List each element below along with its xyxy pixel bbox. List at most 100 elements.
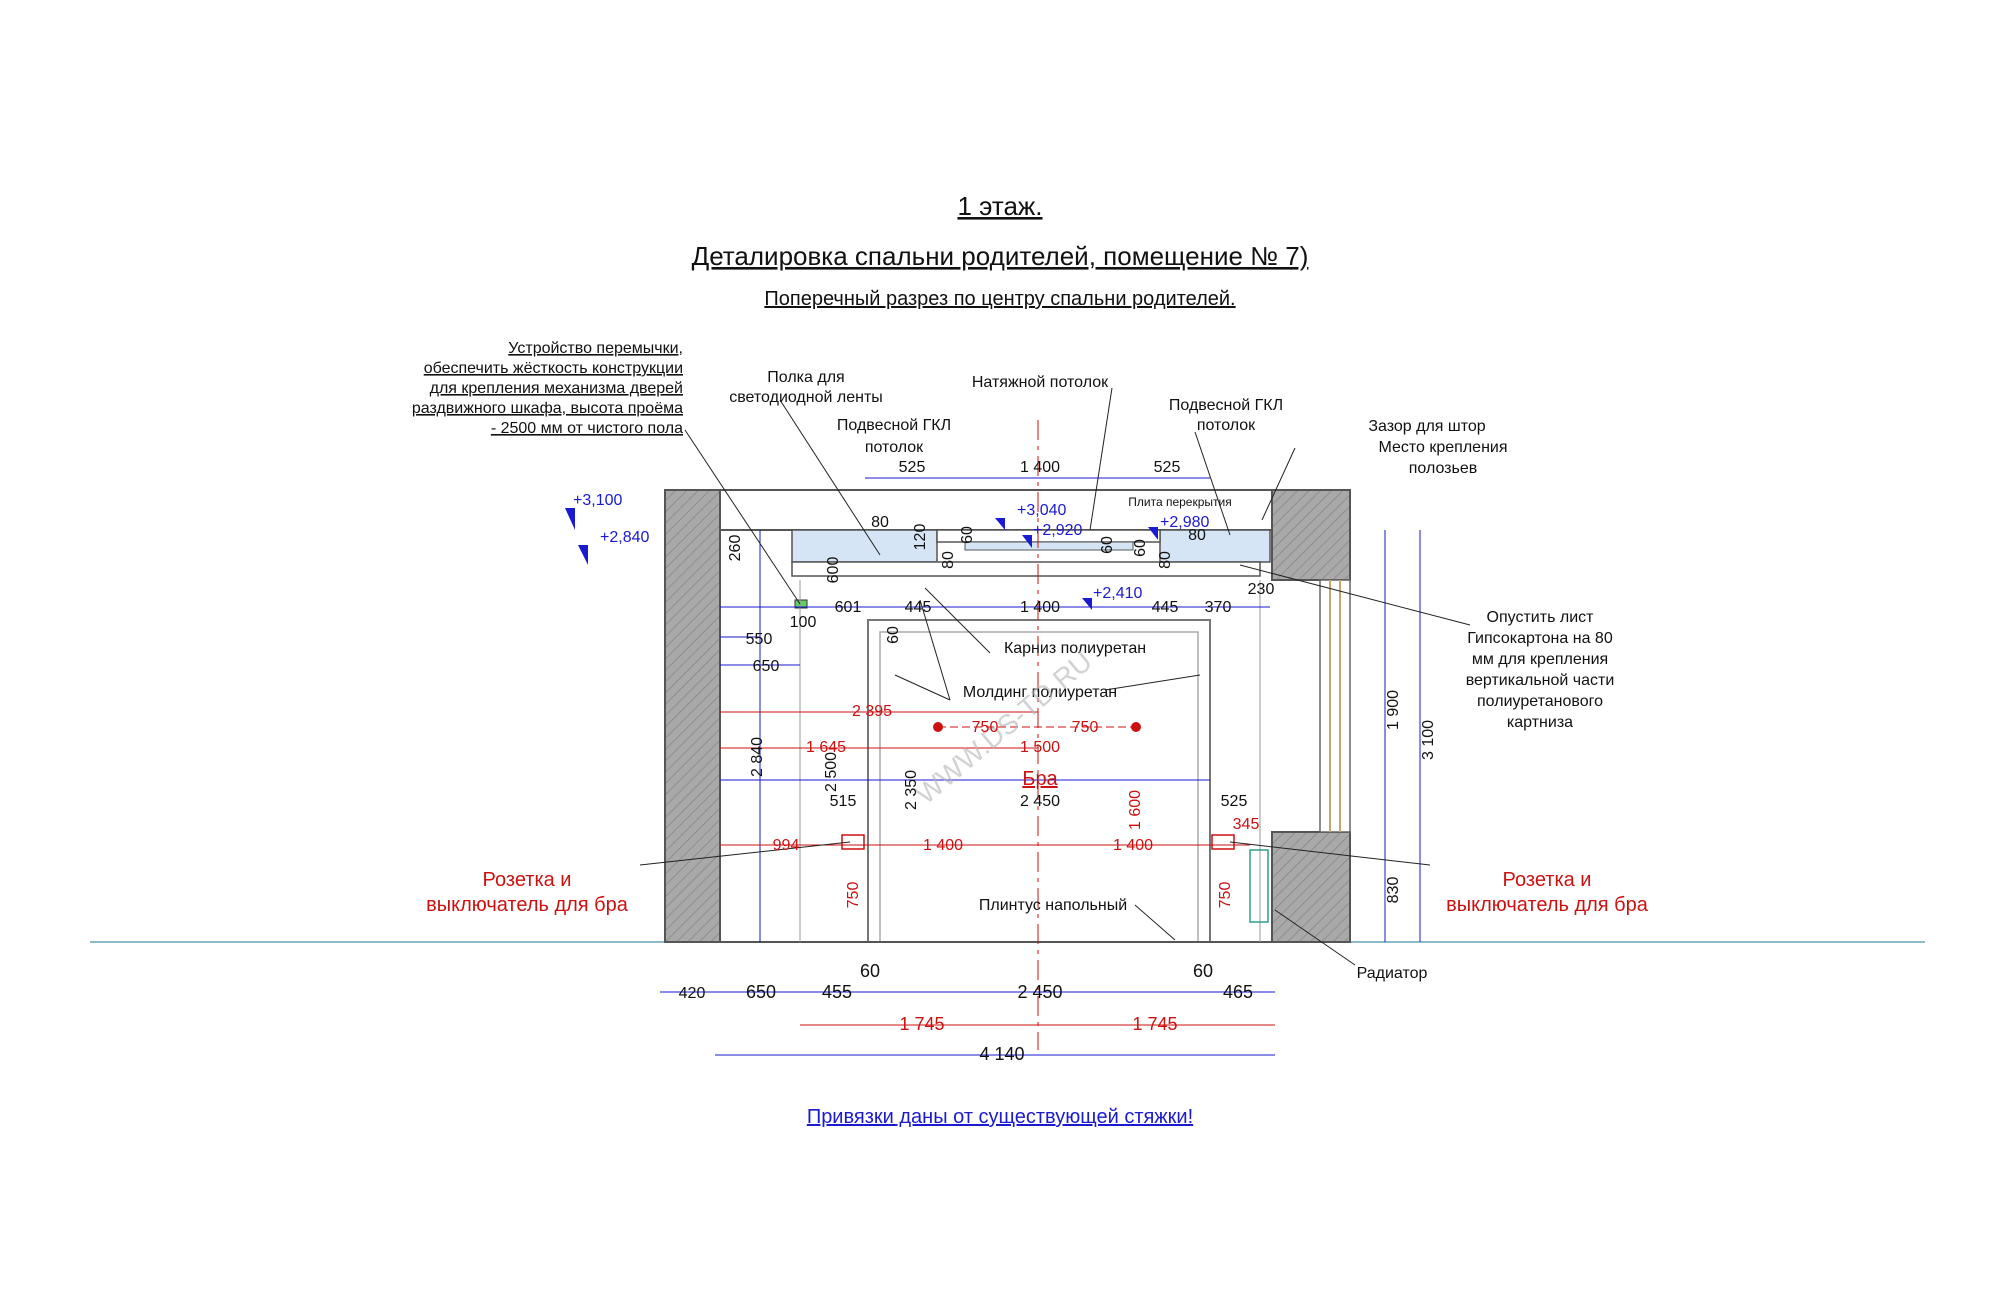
level-2840: +2,840 [600,529,649,546]
gkl-left-note-1: Подвесной ГКЛ [837,417,951,434]
gkl-left-note-2: потолок [865,439,924,456]
level-mark-2840 [578,545,588,565]
dim-1745-b: 1 745 [1132,1014,1177,1034]
dim-420: 420 [679,985,706,1002]
dim-1645: 1 645 [806,739,846,756]
drywall-note-6: картниза [1507,714,1573,731]
dim-650-bottom: 650 [746,982,776,1002]
floor-title: 1 этаж. [957,191,1042,221]
dim-515: 515 [830,793,857,810]
dim-60-frame: 60 [885,626,902,644]
drywall-note-2: Гипсокартона на 80 [1467,630,1613,647]
lintel-note-3: для крепления механизма дверей [430,380,683,397]
dim-1400-mid: 1 400 [1020,599,1060,616]
dim-60-c: 60 [1132,539,1149,557]
molding-note: Молдинг полиуретан [963,684,1117,701]
left-wall [664,489,721,943]
dim-socket-1400-b: 1 400 [1113,837,1153,854]
dim-1900: 1 900 [1385,690,1402,730]
dim-2395: 2 395 [852,703,892,720]
dim-60-a: 60 [959,526,976,544]
curtain-note-3: полозьев [1409,460,1478,477]
dim-80-a: 80 [871,514,889,531]
page-title: Деталировка спальни родителей, помещение… [692,241,1309,271]
dim-550: 550 [746,631,773,648]
dim-1600: 1 600 [1127,790,1144,830]
dim-sconce-750-a: 750 [972,719,999,736]
drywall-note-3: мм для крепления [1472,651,1608,668]
gkl-ceiling-left [791,529,938,563]
socket-left-note-1: Розетка и [483,869,572,891]
dim-750-right: 750 [1217,882,1234,909]
shelf-led [791,561,1261,577]
lintel-note-1: Устройство перемычки, [508,340,683,357]
drywall-note-1: Опустить лист [1487,609,1595,626]
floor-slab [664,489,1351,531]
dim-445-b: 445 [1152,599,1179,616]
level-mark-2980 [1148,527,1158,540]
lintel-note-2: обеспечить жёсткость конструкции [424,360,683,377]
dim-525-right: 525 [1221,793,1248,810]
dim-2450-bottom: 2 450 [1017,982,1062,1002]
stretch-ceiling [964,541,1134,551]
gkl-right-note-2: потолок [1197,417,1256,434]
socket-left-note-2: выключатель для бра [426,894,629,916]
dim-80-c: 80 [1157,551,1174,569]
dim-2450-mid: 2 450 [1020,793,1060,810]
level-mark-3100 [565,508,575,530]
stretch-ceiling-note: Натяжной потолок [972,374,1109,391]
shelf-note-1: Полка для [767,369,844,386]
drywall-note-4: вертикальной части [1466,672,1615,689]
level-3040: +3,040 [1017,502,1066,519]
dim-sconce-750-b: 750 [1072,719,1099,736]
gkl-ceiling-right [1159,529,1271,563]
shelf-note-2: светодиодной ленты [729,389,883,406]
dim-260: 260 [727,535,744,562]
right-wall-lower [1271,831,1351,943]
level-mark-2920 [1022,535,1032,548]
dim-1745-a: 1 745 [899,1014,944,1034]
dim-80-b: 80 [940,551,957,569]
socket-right-note-1: Розетка и [1503,869,1592,891]
lintel-marker [794,599,808,609]
level-mark-3040 [995,518,1005,530]
socket-right-note-2: выключатель для бра [1446,894,1649,916]
dim-750-left: 750 [845,882,862,909]
radiator [1249,849,1269,923]
dim-bottom-60-b: 60 [1193,961,1213,981]
dim-top-3: 525 [1154,459,1181,476]
footnote: Привязки даны от существующей стяжки! [807,1106,1193,1128]
curtain-note-2: Место крепления [1378,439,1507,456]
curtain-note-1: Зазор для штор [1368,418,1485,435]
level-2920: +2,920 [1033,522,1082,539]
dim-455: 455 [822,982,852,1002]
dim-370: 370 [1205,599,1232,616]
dim-830: 830 [1385,877,1402,904]
dim-socket-1400-a: 1 400 [923,837,963,854]
window-opening [1319,579,1351,833]
dim-994: 994 [773,837,800,854]
level-mark-2410 [1082,598,1092,610]
drywall-note-5: полиуретанового [1477,693,1603,710]
lintel-note-5: - 2500 мм от чистого пола [491,420,683,437]
radiator-note: Радиатор [1357,965,1428,982]
dim-3100: 3 100 [1420,720,1437,760]
right-wall-upper [1271,489,1351,581]
level-3100: +3,100 [573,492,622,509]
dim-100: 100 [790,614,817,631]
lintel-note-4: раздвижного шкафа, высота проёма [412,400,683,417]
page-subtitle: Поперечный разрез по центру спальни роди… [764,288,1235,310]
sconce-label: Бра [1022,768,1058,790]
dim-2350: 2 350 [903,770,920,810]
dim-345: 345 [1233,816,1260,833]
dim-2840: 2 840 [749,737,766,777]
cornice-note: Карниз полиуретан [1004,640,1146,657]
dim-230: 230 [1248,581,1275,598]
dim-top-2: 1 400 [1020,459,1060,476]
level-2410: +2,410 [1093,585,1142,602]
gkl-right-note-1: Подвесной ГКЛ [1169,397,1283,414]
socket-left-box [841,834,865,850]
dim-465: 465 [1223,982,1253,1002]
level-2980: +2,980 [1160,514,1209,531]
